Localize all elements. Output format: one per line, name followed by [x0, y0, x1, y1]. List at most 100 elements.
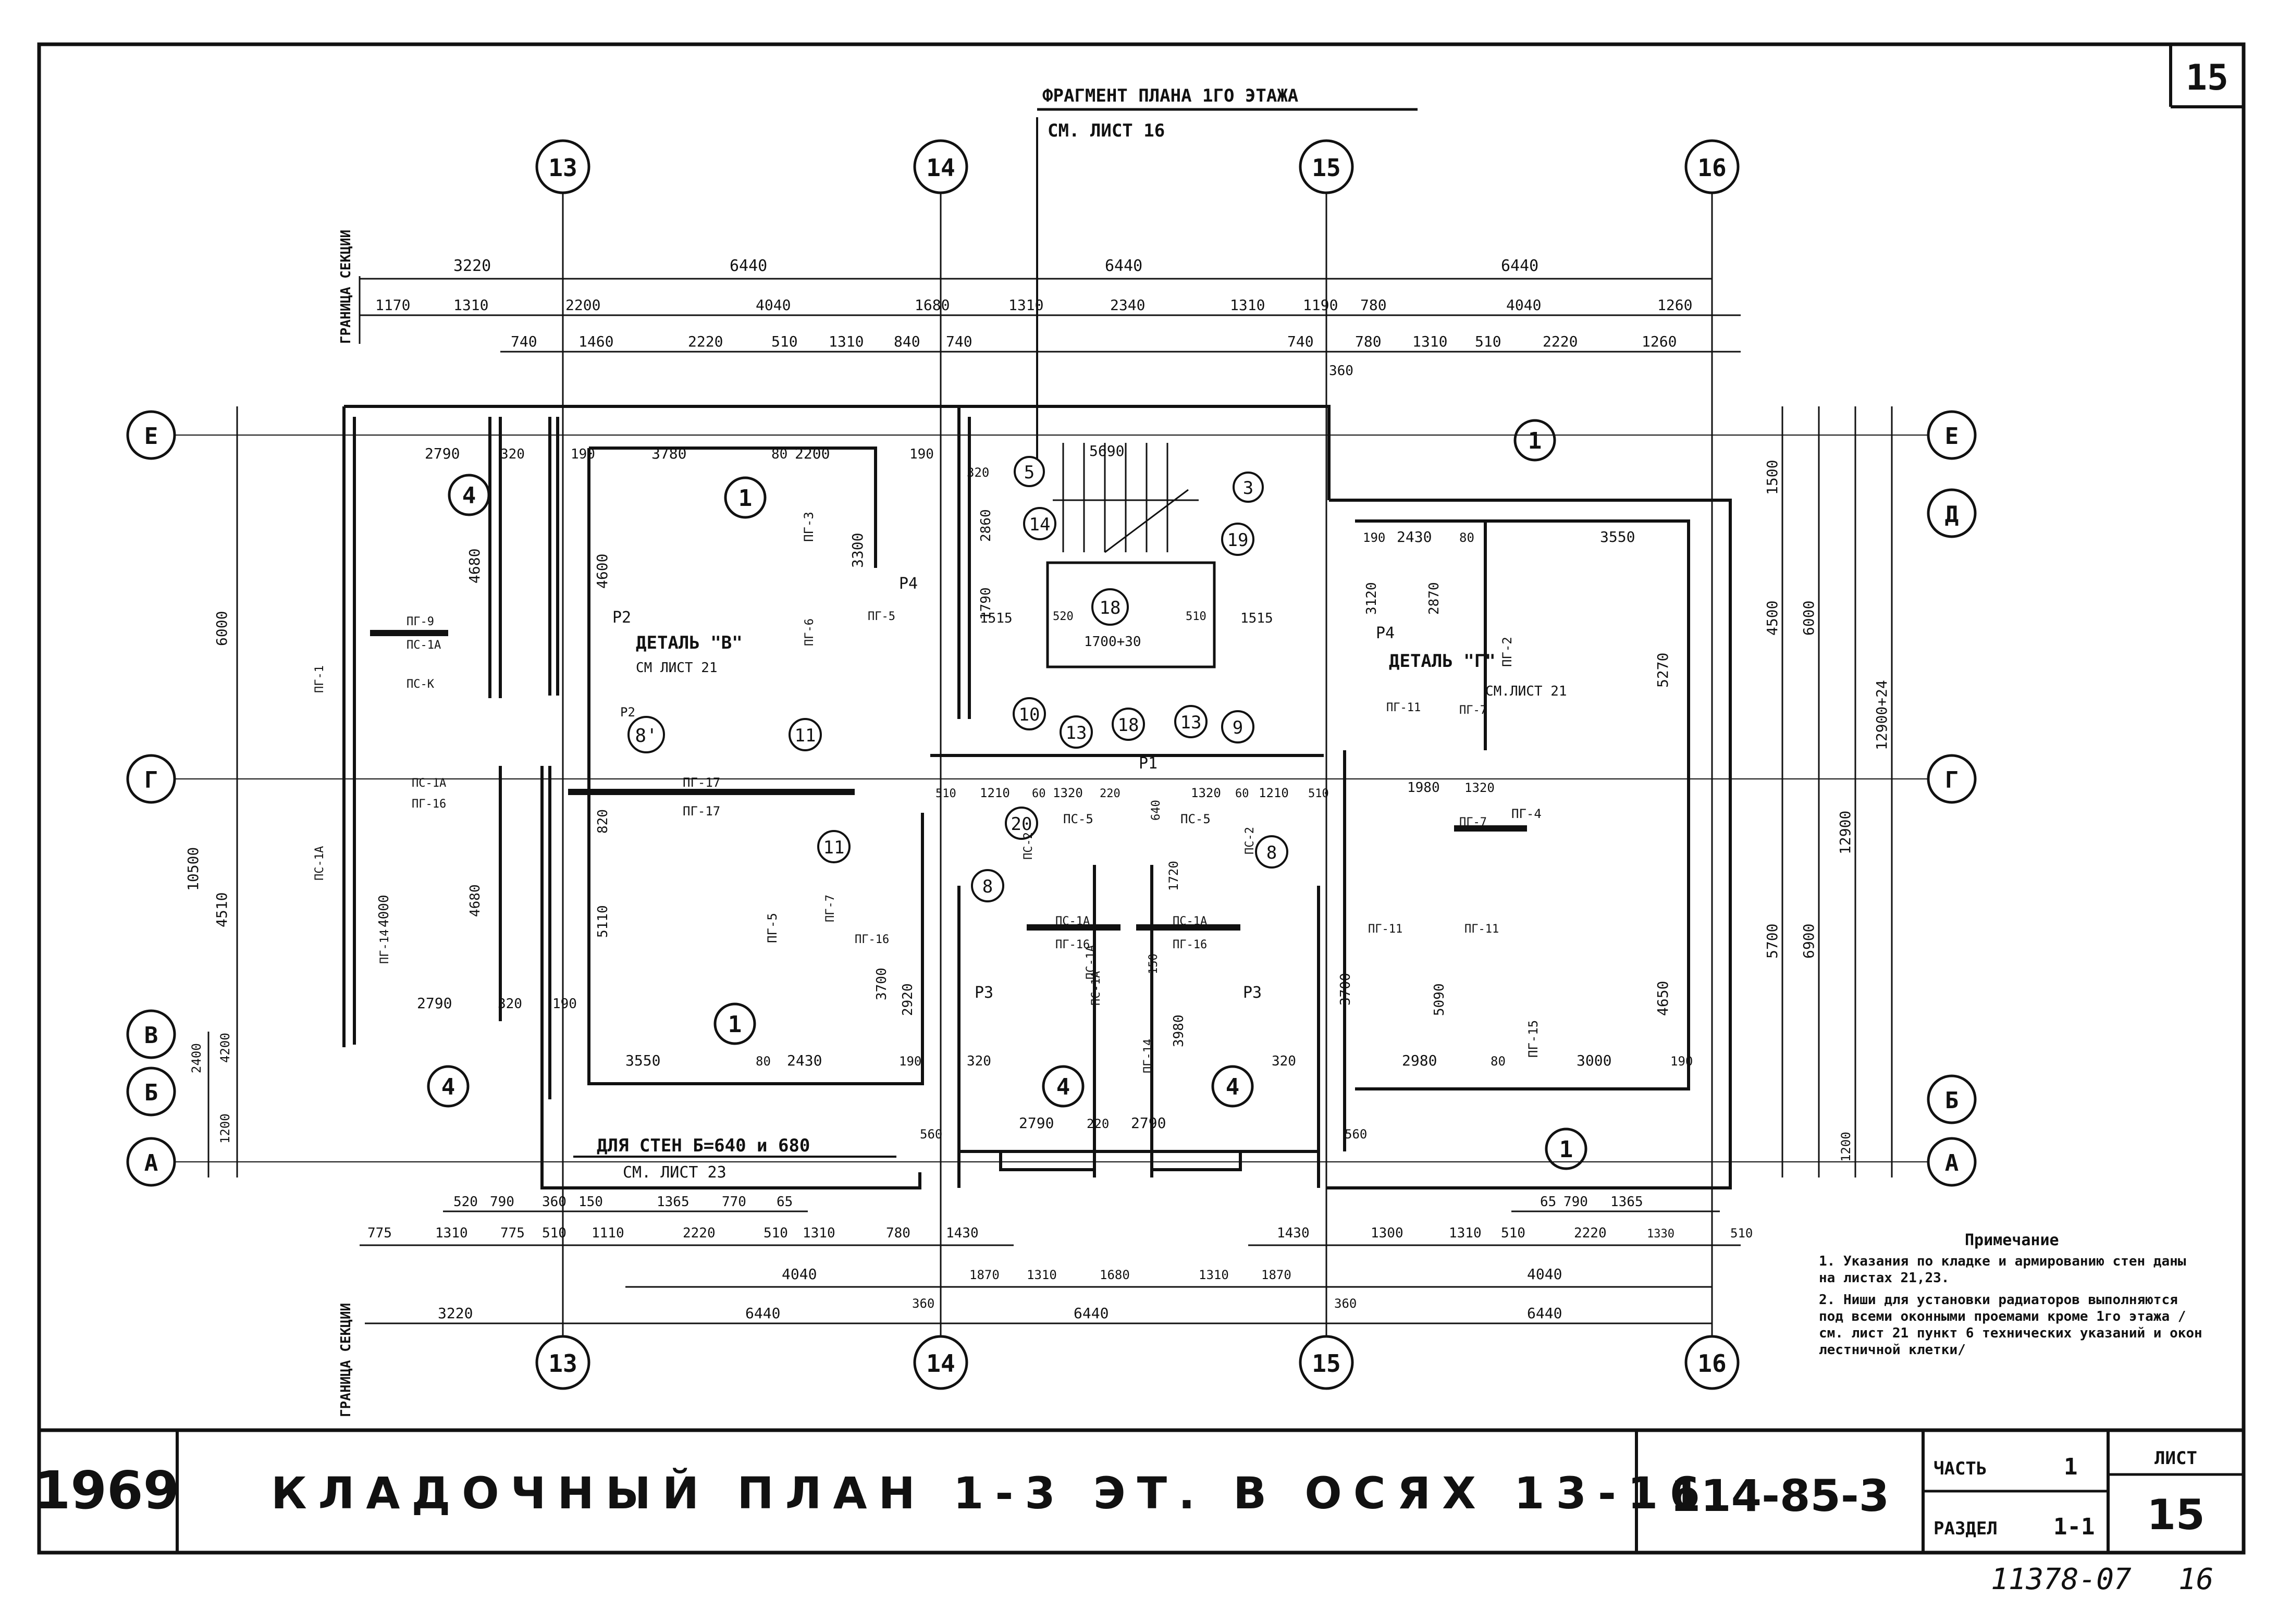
top-dim-1-2: 6440 — [1105, 257, 1142, 275]
room-dim-bm-4: 2430 — [787, 1052, 822, 1069]
bottom-note-ref: СМ. ЛИСТ 23 — [623, 1163, 727, 1182]
element-11: ПГ-5 — [765, 913, 780, 943]
column-axes — [535, 139, 1740, 1390]
top-dim-2-0: 1170 — [375, 296, 410, 314]
axis-B-left: Б — [144, 1080, 158, 1106]
room-dim-tm-6: 3300 — [849, 533, 866, 568]
room-dim-tm-2: 80 — [771, 447, 787, 462]
right-dim-7: 1200 — [1839, 1132, 1853, 1162]
callout-circles — [627, 456, 1288, 902]
room-dim-st-0: 5690 — [1089, 442, 1124, 460]
callout-8: 13 — [1180, 712, 1202, 733]
element-6: ПГ-3 — [802, 512, 816, 542]
room-dim-st-7: 510 — [1186, 610, 1206, 623]
callout-5: 10 — [1019, 704, 1040, 725]
room-dim-br-3: 80 — [1491, 1054, 1506, 1069]
bottom-dim-1-13: 510 — [1501, 1225, 1525, 1241]
room-dim-tm-4: 190 — [909, 447, 934, 462]
top-dim-2-4: 1680 — [915, 296, 950, 314]
element-29: ПГ-11 — [1368, 923, 1402, 936]
top-dim-3-6: 740 — [946, 333, 972, 350]
section-value: 1-1 — [2053, 1514, 2095, 1540]
room-mark-5: 4 — [1056, 1074, 1070, 1100]
room-dim-tl-0: 2790 — [425, 445, 460, 462]
element-26: ПГ-7 — [1459, 704, 1487, 717]
top-dim-2-1: 1310 — [453, 296, 488, 314]
room-dim-br-2: 2980 — [1402, 1052, 1437, 1069]
right-dim-6: 12900 — [1837, 811, 1854, 854]
bottom-upper-1: 790 — [490, 1194, 514, 1210]
bottom-dim-3-1: 6440 — [745, 1305, 780, 1322]
element-21: ПГ-16 — [1173, 938, 1207, 951]
top-dim-2-10: 4040 — [1506, 296, 1541, 314]
top-dim-2-7: 1310 — [1230, 296, 1265, 314]
stair-treads — [1053, 443, 1199, 553]
element-0: ПГ-9 — [407, 615, 434, 628]
fragment-title: ФРАГМЕНТ ПЛАНА 1ГО ЭТАЖА — [1042, 85, 1298, 106]
top-dim-small: 360 — [1329, 363, 1353, 379]
row-axes — [126, 410, 1977, 1187]
top-dim-2-3: 4040 — [756, 296, 791, 314]
bottom-dim-1-14: 2220 — [1574, 1225, 1607, 1241]
callout-13: 20 — [1011, 814, 1032, 835]
element-10: ПГ-17 — [683, 804, 720, 819]
element-34: ПС-1А — [1085, 945, 1098, 980]
axis-14-bottom: 14 — [926, 1349, 955, 1378]
room-dim-st-6: 520 — [1053, 610, 1074, 623]
note-item-2: 2. Ниши для установки радиаторов выполня… — [1819, 1292, 2202, 1358]
sheet-label: ЛИСТ — [2154, 1448, 2197, 1469]
top-dim-2-2: 2200 — [565, 296, 600, 314]
axis-A-left: А — [144, 1150, 158, 1176]
room-dim-tr-2: 80 — [1459, 530, 1474, 545]
room-dim-bm-1: 5110 — [595, 905, 611, 938]
bottom-small-1: 360 — [1334, 1296, 1357, 1311]
room-dim-tr-0: 190 — [1363, 530, 1385, 545]
bottom-dim-1-15: 1330 — [1647, 1228, 1674, 1241]
bottom-dim-2-0: 4040 — [782, 1266, 817, 1283]
title-year: 1969 — [34, 1460, 179, 1521]
sheet-frame — [37, 42, 2246, 1555]
bottom-upper-2: 360 — [542, 1194, 567, 1210]
room-dim-bl-1: 4680 — [467, 884, 483, 917]
bottom-note: ДЛЯ СТЕН Б=640 и 680 — [597, 1135, 810, 1156]
section-boundary-bottom: ГРАНИЦА СЕКЦИИ — [338, 1303, 354, 1417]
top-dim-3-5: 840 — [894, 333, 920, 350]
partition-6: Р2 — [620, 705, 635, 720]
bottom-upper-6: 65 — [777, 1194, 793, 1210]
bottom-dim-1-7: 1310 — [803, 1225, 835, 1241]
element-13: ПГ-16 — [855, 933, 889, 946]
room-dim-c-9: 510 — [1308, 787, 1329, 800]
axis-13-bottom: 13 — [548, 1349, 577, 1378]
bottom-dim-1-5: 2220 — [683, 1225, 716, 1241]
right-dim-2: 6000 — [1800, 601, 1817, 636]
element-30: ПГ-11 — [1464, 923, 1499, 936]
room-dim-c-19: 150 — [1147, 953, 1160, 974]
room-mark-7: 1 — [1559, 1136, 1573, 1163]
right-dim-0: 1500 — [1764, 460, 1781, 495]
title-block-frame — [39, 1428, 2244, 1553]
room-mark-6: 4 — [1226, 1074, 1240, 1100]
room-mark-1: 1 — [738, 485, 753, 512]
room-dim-st-5: 1515 — [1240, 611, 1273, 626]
axis-16-bottom: 16 — [1697, 1349, 1726, 1378]
element-9: ПГ-17 — [683, 775, 720, 790]
room-dim-bl-4: 190 — [552, 996, 577, 1012]
element-28: ПГ-4 — [1511, 807, 1542, 821]
side-dimension-lines — [207, 406, 1893, 1177]
bottom-upper-7: 65 — [1540, 1194, 1556, 1210]
axis-13-top: 13 — [548, 154, 577, 182]
room-dim-br-0: 3700 — [1338, 973, 1353, 1006]
room-dim-tr-4: 2870 — [1426, 582, 1442, 615]
bottom-dim-1-12: 1310 — [1449, 1225, 1482, 1241]
axis-E-right: Е — [1945, 423, 1959, 450]
callout-11: 11 — [795, 725, 816, 746]
sheet-value: 15 — [2147, 1491, 2205, 1539]
partition-3: Р1 — [1139, 754, 1158, 773]
bottom-dim-1-9: 1430 — [946, 1225, 979, 1241]
room-mark-0: 4 — [462, 482, 476, 509]
bottom-dim-1-0: 775 — [367, 1225, 392, 1241]
room-dim-st-1: 320 — [967, 465, 989, 480]
stair-note: 1700+30 — [1084, 634, 1141, 650]
top-dim-1-3: 6440 — [1501, 257, 1538, 275]
right-dim-1: 4500 — [1764, 601, 1781, 636]
